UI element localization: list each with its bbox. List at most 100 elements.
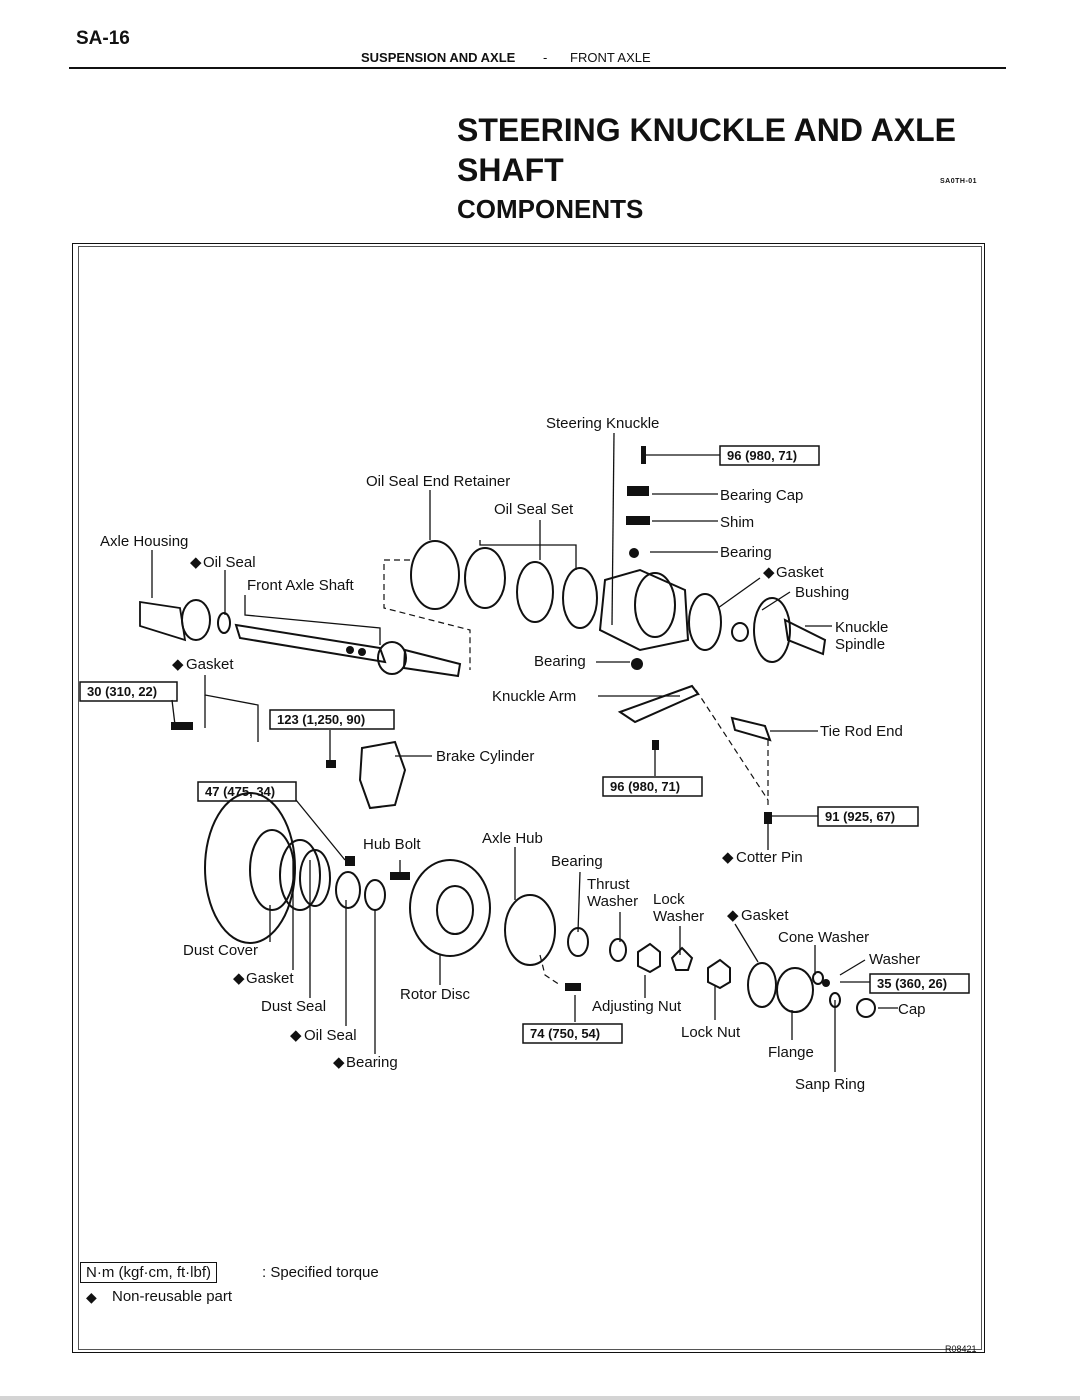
label-tie-rod-end: Tie Rod End	[820, 723, 903, 740]
label-hub-bolt: Hub Bolt	[363, 836, 421, 853]
label-washer-thrust: Washer	[587, 893, 638, 910]
label-lock: Lock	[653, 891, 685, 908]
lock-nut-shape	[707, 958, 731, 990]
page-number: SA-16	[76, 28, 130, 49]
label-oil-seal-1: Oil Seal	[203, 554, 256, 571]
label-brake-cylinder: Brake Cylinder	[436, 748, 534, 765]
label-gasket-2: Gasket	[186, 656, 234, 673]
label-bearing-4: Bearing	[346, 1054, 398, 1071]
torque-30: 30 (310, 22)	[87, 684, 157, 699]
torque-123: 123 (1,250, 90)	[277, 712, 365, 727]
bushing-ring	[731, 622, 749, 642]
diamond-gasket-4: ◆	[233, 970, 245, 987]
knuckle-spindle-shaft	[783, 618, 827, 656]
label-thrust: Thrust	[587, 876, 630, 893]
torque-35: 35 (360, 26)	[877, 976, 947, 991]
label-oil-seal-set: Oil Seal Set	[494, 501, 574, 518]
diagram-inner-frame	[78, 246, 982, 1350]
hub-cap-shape	[856, 998, 876, 1018]
front-axle-shaft-shape	[234, 623, 387, 664]
label-shim: Shim	[720, 514, 754, 531]
header-rule	[69, 67, 1006, 69]
label-gasket-3: Gasket	[741, 907, 789, 924]
snap-ring-shape	[829, 992, 841, 1008]
label-spindle: Spindle	[835, 636, 885, 653]
inner-bearing-ring	[335, 871, 361, 909]
section-code: SA0TH-01	[940, 178, 978, 185]
rotor-disc-outer	[409, 859, 491, 957]
label-axle-housing: Axle Housing	[100, 533, 188, 550]
label-bearing-2: Bearing	[534, 653, 586, 670]
label-cap: Cap	[898, 1001, 926, 1018]
label-oil-seal-2: Oil Seal	[304, 1027, 357, 1044]
gasket-ring	[688, 593, 722, 651]
axle-housing-flange	[181, 599, 211, 641]
dust-cover-disc	[204, 792, 296, 944]
legend-diamond-icon: ◆	[86, 1289, 97, 1305]
flange-body	[776, 967, 814, 1013]
label-steering-knuckle: Steering Knuckle	[546, 415, 659, 432]
inner-bearing-cone	[364, 879, 386, 911]
knuckle-spindle-flange	[753, 597, 791, 663]
diamond-cotter-pin: ◆	[722, 849, 734, 866]
legend-torque-box: N·m (kgf·cm, ft·lbf)	[80, 1262, 217, 1283]
tie-rod-end-shape	[730, 716, 772, 742]
torque-74: 74 (750, 54)	[530, 1026, 600, 1041]
label-bearing-cap: Bearing Cap	[720, 487, 803, 504]
label-lock-nut: Lock Nut	[681, 1024, 741, 1041]
diamond-gasket-1: ◆	[763, 564, 775, 581]
header-subsection: FRONT AXLE	[570, 50, 651, 65]
figure-reference: R08421	[945, 1344, 977, 1354]
label-dust-seal: Dust Seal	[261, 998, 326, 1015]
seal-ring-1	[516, 561, 554, 623]
label-gasket-4: Gasket	[246, 970, 294, 987]
rotor-disc-hub	[436, 885, 474, 935]
label-cotter-pin: Cotter Pin	[736, 849, 803, 866]
diamond-oil-seal-2: ◆	[290, 1027, 302, 1044]
label-dust-cover: Dust Cover	[183, 942, 258, 959]
label-snap-ring: Sanp Ring	[795, 1076, 865, 1093]
label-washer-lock: Washer	[653, 908, 704, 925]
adjusting-nut-shape	[637, 942, 661, 974]
label-front-axle-shaft: Front Axle Shaft	[247, 577, 355, 594]
parts-sketch	[139, 540, 876, 1018]
label-adjusting-nut: Adjusting Nut	[592, 998, 682, 1015]
knuckle-arm-shape	[617, 684, 700, 724]
lock-washer-shape	[670, 946, 694, 971]
legend-nonreusable-text: Non-reusable part	[112, 1288, 233, 1305]
torque-boxes	[79, 445, 970, 1044]
legend-torque-text: : Specified torque	[262, 1264, 379, 1281]
outer-bearing	[567, 927, 589, 957]
label-gasket-1: Gasket	[776, 564, 824, 581]
label-knuckle-arm: Knuckle Arm	[492, 688, 576, 705]
label-bushing: Bushing	[795, 584, 849, 601]
diamond-bearing: ◆	[333, 1054, 345, 1071]
label-axle-hub: Axle Hub	[482, 830, 543, 847]
seal-ring-2	[562, 567, 598, 629]
diagram-frame	[72, 243, 985, 1353]
diamond-gasket-3: ◆	[727, 907, 739, 924]
footer-bar	[0, 1396, 1080, 1400]
dashed-assembly-lines	[383, 559, 769, 986]
label-rotor-disc: Rotor Disc	[400, 986, 471, 1003]
cone-washer-ring	[812, 971, 824, 985]
page-title: STEERING KNUCKLE AND AXLE SHAFT	[457, 112, 956, 188]
steering-knuckle-body	[598, 568, 690, 652]
brake-cylinder-shape	[358, 740, 407, 810]
flange-gasket	[747, 962, 777, 1008]
label-washer: Washer	[869, 951, 920, 968]
leader-lines	[151, 432, 898, 1072]
header-section: SUSPENSION AND AXLE	[361, 50, 516, 65]
dust-cover-inner	[249, 829, 295, 911]
seal-disc-2	[299, 849, 331, 907]
axle-hub-body	[504, 894, 556, 966]
header-separator: -	[543, 50, 548, 65]
axle-shaft-stub	[402, 648, 462, 678]
torque-96-bearing-cap: 96 (980, 71)	[727, 448, 797, 463]
fastener-marks	[171, 446, 830, 991]
seal-plate	[464, 547, 506, 609]
label-knuckle: Knuckle	[835, 619, 888, 636]
axle-housing-shape	[139, 600, 187, 642]
torque-47: 47 (475, 34)	[205, 784, 275, 799]
